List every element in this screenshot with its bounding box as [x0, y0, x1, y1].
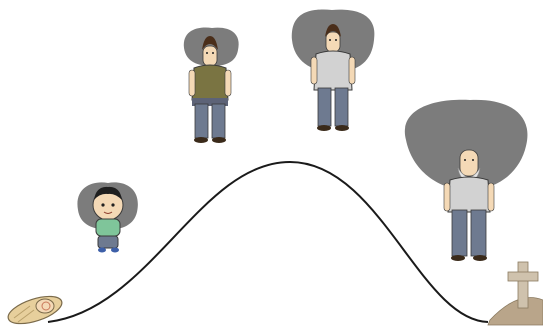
life-cycle-diagram	[0, 0, 543, 330]
